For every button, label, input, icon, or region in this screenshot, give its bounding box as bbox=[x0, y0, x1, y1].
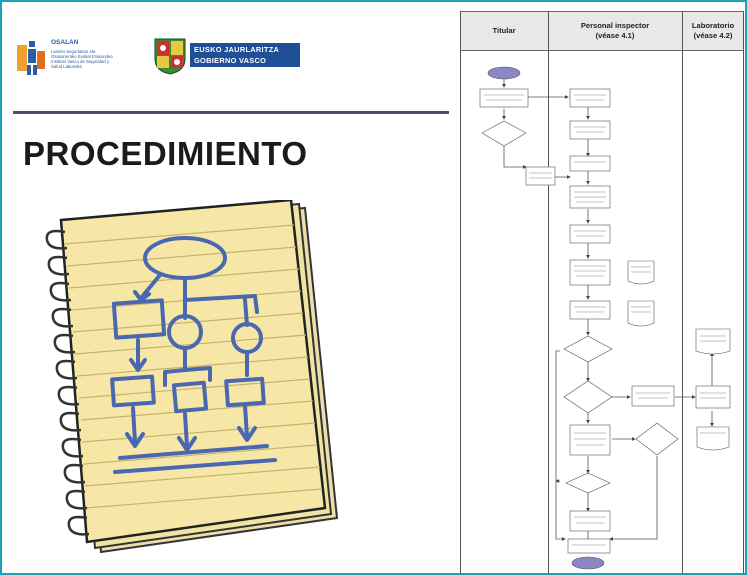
osalan-name: OSALAN bbox=[51, 39, 79, 46]
osalan-line-2: Osasunerako Euskal Erakundea bbox=[51, 54, 113, 59]
process-flowchart bbox=[479, 66, 731, 570]
flowchart-panel: Titular Personal inspector (véase 4.1) L… bbox=[460, 11, 744, 573]
lane-divider-2 bbox=[682, 11, 683, 573]
header-rule bbox=[13, 111, 449, 114]
page-title: PROCEDIMIENTO bbox=[23, 135, 308, 172]
osalan-line-4: Salud Laborales bbox=[51, 64, 83, 69]
lane-divider-right bbox=[743, 11, 744, 573]
osalan-line-1: Laneko Segurtasun eta bbox=[51, 49, 96, 54]
lane-header-personal-inspector: Personal inspector (véase 4.1) bbox=[548, 11, 682, 51]
lane-title-titular: Titular bbox=[492, 26, 516, 35]
basque-crest-icon bbox=[154, 38, 186, 75]
government-logo: EUSKO JAURLARITZA GOBIERNO VASCO bbox=[153, 37, 303, 75]
end-terminator bbox=[571, 556, 605, 570]
start-terminator bbox=[487, 66, 521, 80]
lane-header-titular: Titular bbox=[460, 11, 548, 51]
slide-left: OSALAN Laneko Segurtasun eta Osasunerako… bbox=[5, 5, 449, 574]
lane-divider-1 bbox=[548, 11, 549, 573]
lane-subtitle-personal-inspector: (véase 4.1) bbox=[595, 31, 635, 40]
government-line-1: EUSKO JAURLARITZA bbox=[194, 45, 280, 54]
lane-header-laboratorio: Laboratorio (véase 4.2) bbox=[682, 11, 744, 51]
lane-title-laboratorio: Laboratorio bbox=[691, 21, 735, 30]
lane-subtitle-laboratorio: (véase 4.2) bbox=[693, 31, 733, 40]
government-line-2: GOBIERNO VASCO bbox=[194, 56, 267, 65]
lane-title-personal-inspector: Personal inspector bbox=[580, 21, 650, 30]
lane-divider-left bbox=[460, 11, 461, 573]
osalan-line-3: Instituto Vasco de Seguridad y bbox=[51, 59, 109, 64]
government-label: EUSKO JAURLARITZA GOBIERNO VASCO bbox=[190, 43, 300, 67]
osalan-logo: OSALAN Laneko Segurtasun eta Osasunerako… bbox=[15, 35, 150, 81]
osalan-figure-icon bbox=[17, 41, 45, 75]
spiral-binding bbox=[45, 229, 90, 536]
sketch-flowchart bbox=[110, 236, 277, 474]
notebook-flowchart-illustration bbox=[45, 200, 339, 554]
